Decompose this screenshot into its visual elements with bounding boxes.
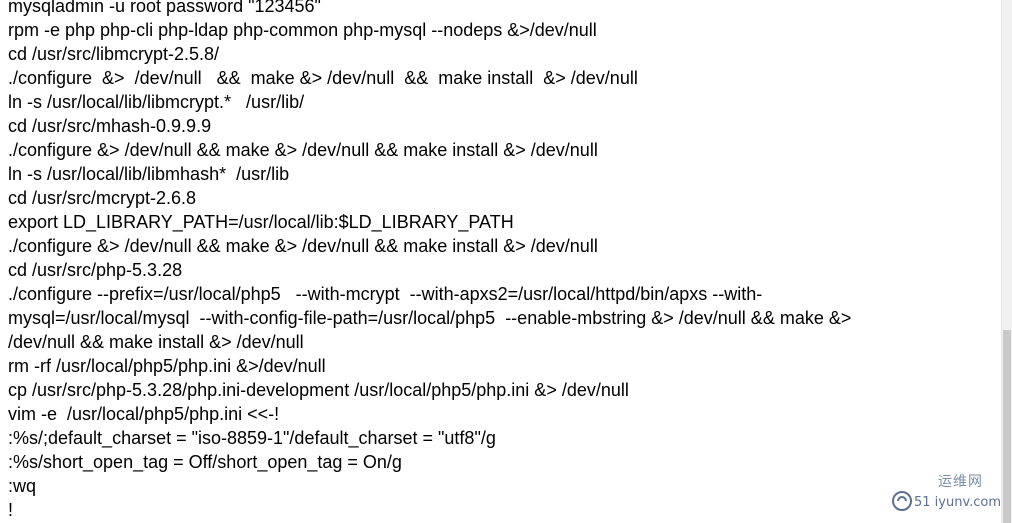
code-line: export LD_LIBRARY_PATH=/usr/local/lib:$L… [8,212,514,232]
scrollbar-thumb[interactable] [1003,330,1011,523]
site-watermark: 运维网 51 iyunv.com [890,471,1002,517]
watermark-top-text: 运维网 [938,474,983,490]
vertical-scrollbar[interactable] [1001,0,1012,523]
code-line: cd /usr/src/php-5.3.28 [8,260,183,280]
code-line: mysqladmin -u root password "123456" [8,0,321,16]
code-line: :wq [8,476,37,496]
circle-logo-icon [892,491,912,511]
code-line: cp /usr/src/php-5.3.28/php.ini-developme… [8,380,629,400]
code-line: :%s/;default_charset = "iso-8859-1"/defa… [8,428,496,448]
code-line: ./configure &> /dev/null && make &> /dev… [8,68,638,88]
code-line: cd /usr/src/mcrypt-2.6.8 [8,188,197,208]
code-line: ./configure --prefix=/usr/local/php5 --w… [8,284,763,304]
code-line: rpm -e php php-cli php-ldap php-common p… [8,20,597,40]
code-line: ln -s /usr/local/lib/libmcrypt.* /usr/li… [8,92,305,112]
code-line: rm -rf /usr/local/php5/php.ini &>/dev/nu… [8,356,326,376]
code-line: ln -s /usr/local/lib/libmhash* /usr/lib [8,164,290,184]
code-line: cd /usr/src/libmcrypt-2.5.8/ [8,44,220,64]
code-line: mysql=/usr/local/mysql --with-config-fil… [8,308,852,328]
code-line: ./configure &> /dev/null && make &> /dev… [8,140,598,160]
code-document: mysqladmin -u root password "123456" rpm… [8,0,998,522]
watermark-bottom-text: 51 iyunv.com [914,495,1002,510]
code-line: cd /usr/src/mhash-0.9.9.9 [8,116,212,136]
code-line: /dev/null && make install &> /dev/null [8,332,304,352]
code-line: vim -e /usr/local/php5/php.ini <<-! [8,404,280,424]
code-line: :%s/short_open_tag = Off/short_open_tag … [8,452,402,472]
code-line: ! [8,500,14,520]
code-line: ./configure &> /dev/null && make &> /dev… [8,236,598,256]
